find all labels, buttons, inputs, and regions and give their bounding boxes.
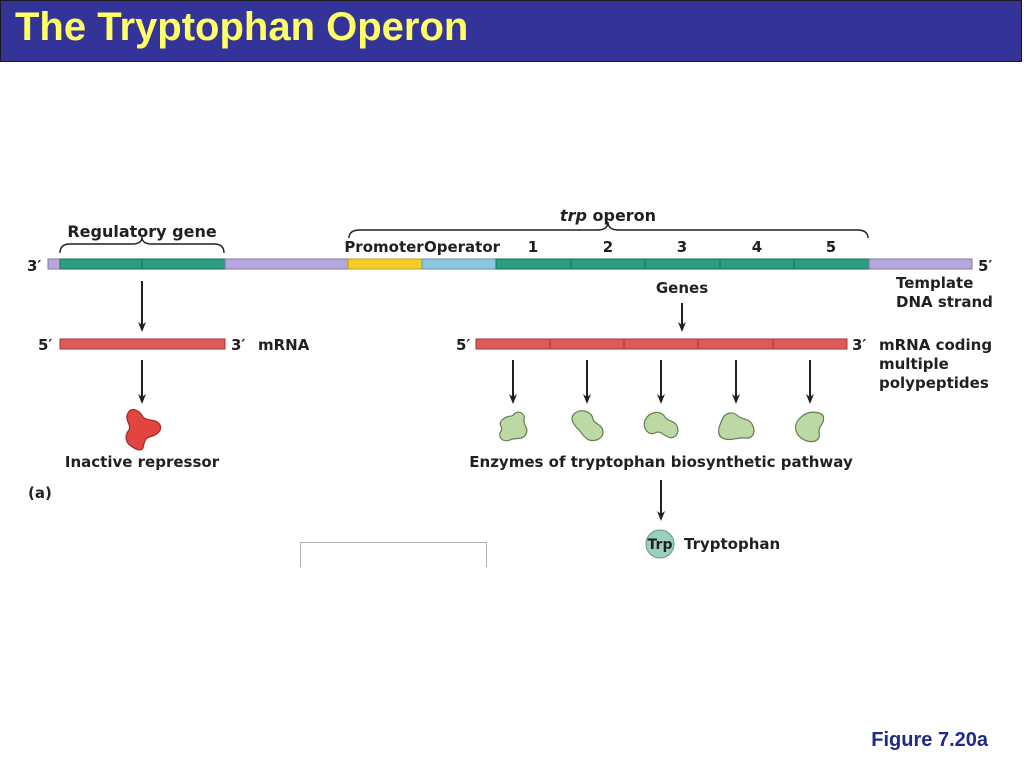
operator-label: Operator: [424, 238, 501, 256]
mrna-right-3prime: 3′: [852, 336, 866, 354]
mrna-label: mRNA: [258, 336, 310, 354]
enzymes-label: Enzymes of tryptophan biosynthetic pathw…: [469, 453, 853, 471]
gene-number-5: 5: [826, 238, 836, 256]
operator-bar: [421, 258, 497, 270]
mrna-coding-line2: multiple: [879, 355, 949, 373]
enzyme-3-icon: [643, 411, 679, 439]
trp-genes-bar: [495, 258, 870, 270]
regulatory-gene-brace: [59, 236, 225, 254]
template-label-line1: Template: [896, 274, 973, 292]
promoter-bar: [347, 258, 423, 270]
enzyme-5-icon: [794, 411, 825, 443]
figure-label: Figure 7.20a: [871, 729, 988, 751]
gene-number-2: 2: [603, 238, 613, 256]
tryptophan-label: Tryptophan: [684, 535, 780, 553]
strand-segment-middle: [224, 258, 349, 270]
trp-operon-italic: trp: [560, 206, 587, 225]
genes-label: Genes: [656, 279, 708, 297]
mrna-left-3prime: 3′: [231, 336, 245, 354]
strand-segment-left: [47, 258, 61, 270]
mrna-left-bar: [59, 338, 226, 350]
trp-operon-label: trp operon: [560, 206, 656, 225]
strand-5prime-label: 5′: [978, 257, 992, 275]
trp-operon-rest: operon: [587, 206, 656, 225]
mrna-right-5prime: 5′: [456, 336, 470, 354]
inactive-repressor-icon: [125, 409, 162, 451]
title-bar: The Tryptophan Operon: [0, 0, 1022, 62]
tryptophan-ball-icon: [645, 529, 675, 559]
mrna-right-bar: [475, 338, 848, 350]
inactive-repressor-label: Inactive repressor: [65, 453, 220, 471]
enzyme-2-icon: [571, 410, 604, 442]
mrna-left-5prime: 5′: [38, 336, 52, 354]
regulatory-gene-label: Regulatory gene: [67, 222, 217, 241]
gene-number-3: 3: [677, 238, 687, 256]
template-label-line2: DNA strand: [896, 293, 993, 311]
trp-symbol: Trp: [648, 537, 673, 553]
blank-box: [300, 542, 487, 567]
enzyme-1-icon: [499, 411, 528, 442]
enzyme-4-icon: [718, 412, 755, 441]
gene-number-4: 4: [752, 238, 762, 256]
panel-label: (a): [28, 484, 52, 502]
promoter-label: Promoter: [344, 238, 424, 256]
mrna-coding-line1: mRNA coding: [879, 336, 992, 354]
gene-number-1: 1: [528, 238, 538, 256]
strand-segment-right: [868, 258, 973, 270]
strand-3prime-label: 3′: [27, 257, 41, 275]
trp-operon-brace: [348, 221, 869, 239]
slide-title: The Tryptophan Operon: [15, 5, 469, 49]
mrna-coding-line3: polypeptides: [879, 374, 989, 392]
